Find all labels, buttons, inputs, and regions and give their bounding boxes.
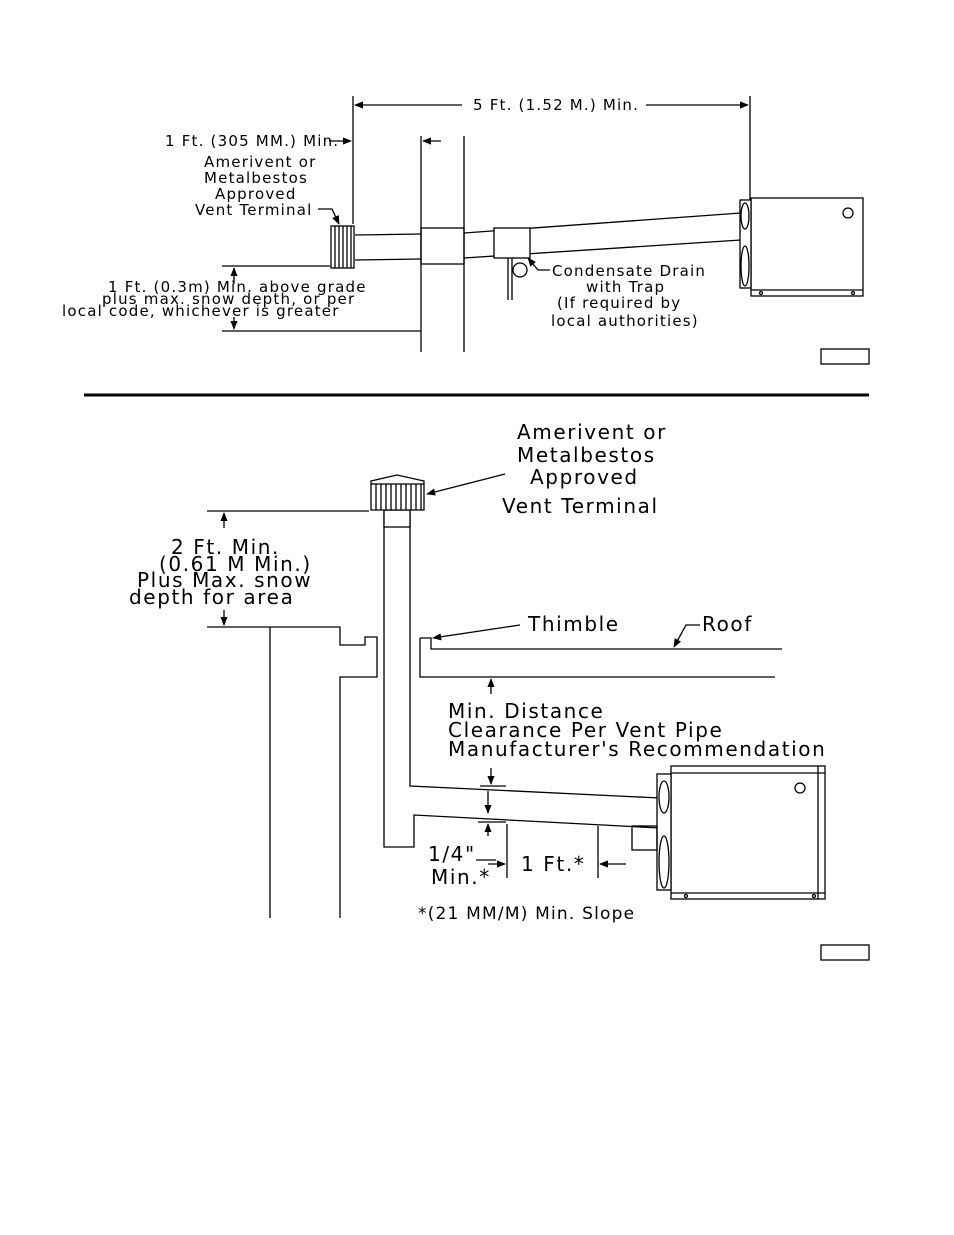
figure-number-box-bottom — [820, 944, 870, 961]
roof-vent-terminal-label-line4: Vent Terminal — [502, 494, 659, 518]
vent-pipe-vertical-right — [409, 512, 661, 799]
wall-thimble — [420, 227, 465, 265]
height-label-line2: (0.61 M Min.) — [159, 552, 312, 576]
condensate-label-line4: local authorities) — [551, 312, 699, 330]
height-label-line3: Plus Max. snow — [137, 568, 312, 592]
horizontal-vent-figure: 5 Ft. (1.52 M.) Min. 1 Ft. (305 MM.) Min… — [62, 96, 870, 365]
condensate-trap — [493, 227, 531, 300]
vent-pipe-collar — [383, 509, 411, 528]
vent-terminal-leader — [318, 208, 340, 225]
vent-terminal-label-line3: Approved — [215, 185, 297, 203]
roof-leader — [673, 624, 700, 648]
vent-terminal-label-line4: Vent Terminal — [195, 201, 312, 219]
vertical-vent-figure: Amerivent or Metalbestos Approved Vent T… — [129, 420, 870, 961]
clearance-label-line1: Min. Distance — [448, 699, 604, 723]
vent-pipe-vertical-left — [383, 512, 661, 848]
roof-top-line — [420, 637, 782, 650]
one-ft-label: 1 Ft.* — [521, 852, 585, 876]
vent-terminal-label-line1: Amerivent or — [204, 153, 316, 171]
building-wall-right — [263, 626, 378, 918]
quarter-inch-label-line1: 1/4" — [428, 842, 476, 866]
clearance-label-line3: Manufacturer's Recommendation — [448, 737, 826, 761]
furnace-unit-bottom — [656, 765, 826, 900]
slope-note: *(21 MM/M) Min. Slope — [418, 904, 635, 924]
roof-vent-terminal-label-line2: Metalbestos — [517, 443, 656, 467]
roof-vent-terminal-leader — [426, 473, 506, 496]
grade-label-line3: local code, whichever is greater — [62, 302, 340, 320]
roof-label: Roof — [702, 612, 753, 636]
roof-bottom-line — [419, 638, 775, 678]
dim-1ft-label: 1 Ft. (305 MM.) Min. — [165, 132, 339, 150]
grade-label-line2: plus max. snow depth, or per — [102, 290, 355, 308]
condensate-label-line1: Condensate Drain — [552, 262, 706, 280]
roof-vent-terminal-label-line1: Amerivent or — [517, 420, 667, 444]
grade-label-line1: 1 Ft. (0.3m) Min. above grade — [108, 278, 367, 296]
furnace-unit-top — [739, 197, 864, 297]
roof-vent-terminal-label-line3: Approved — [530, 465, 639, 489]
vent-pipe-bracket — [631, 825, 658, 851]
clearance-label-line2: Clearance Per Vent Pipe — [448, 718, 723, 742]
vent-terminal-label-line2: Metalbestos — [204, 169, 308, 187]
vent-terminal-cap — [330, 225, 355, 269]
condensate-label-line2: with Trap — [586, 278, 665, 296]
quarter-inch-label-line2: Min.* — [431, 865, 491, 889]
dim-5ft-label: 5 Ft. (1.52 M.) Min. — [473, 96, 639, 114]
condensate-leader — [527, 257, 550, 271]
figure-number-box-top — [820, 348, 870, 365]
height-label-line4: depth for area — [129, 585, 294, 609]
thimble-label: Thimble — [527, 612, 620, 636]
height-label-line1: 2 Ft. Min. — [171, 535, 280, 559]
vent-terminal-cap-roof — [370, 474, 425, 511]
condensate-label-line3: (If required by — [557, 294, 681, 312]
thimble-leader — [432, 624, 521, 641]
vent-pipe — [354, 212, 742, 261]
